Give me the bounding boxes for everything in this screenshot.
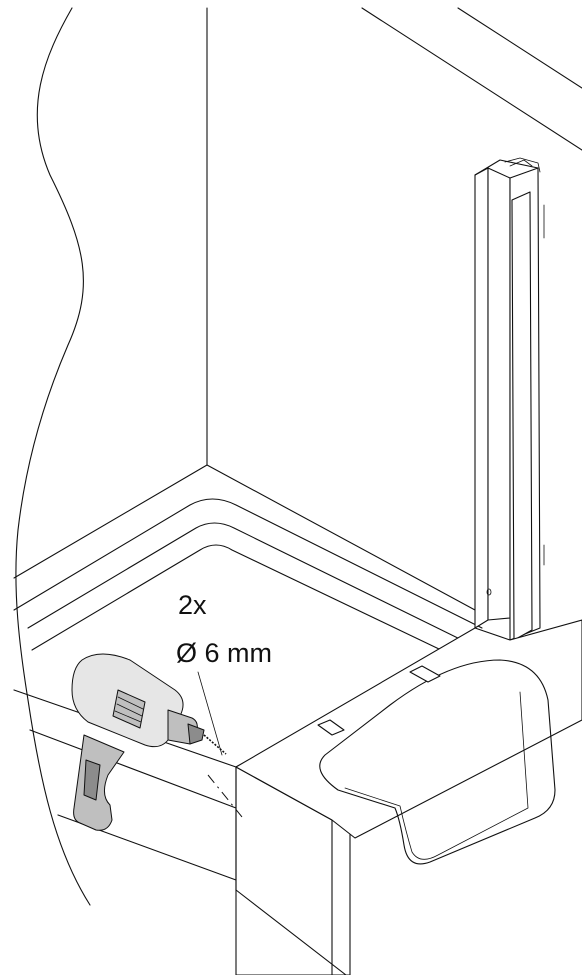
tray-rim-outer — [13, 498, 483, 629]
tray-front-left-low — [29, 729, 237, 809]
power-drill-icon — [71, 653, 227, 831]
upper-wall-edge-2 — [457, 7, 582, 89]
leader-line — [197, 671, 223, 756]
spacer-block-2 — [317, 719, 345, 736]
quantity-label: 2x — [178, 590, 207, 620]
diameter-label: Ø 6 mm — [176, 638, 273, 668]
right-base-line — [206, 464, 476, 611]
tray-right-ledge — [235, 619, 582, 839]
spacer-block-1 — [409, 665, 441, 683]
drill-axis — [207, 774, 243, 818]
wall-break-line — [15, 7, 91, 906]
upper-wall-edge — [361, 7, 582, 151]
left-base-line — [13, 464, 208, 579]
tray-rim-inner — [27, 522, 471, 645]
basin-cutout — [319, 659, 556, 865]
wall-profile — [474, 157, 545, 641]
basin-inner — [344, 691, 529, 860]
tray-basin-edge — [31, 544, 463, 661]
drill-bit-icon — [203, 734, 227, 755]
